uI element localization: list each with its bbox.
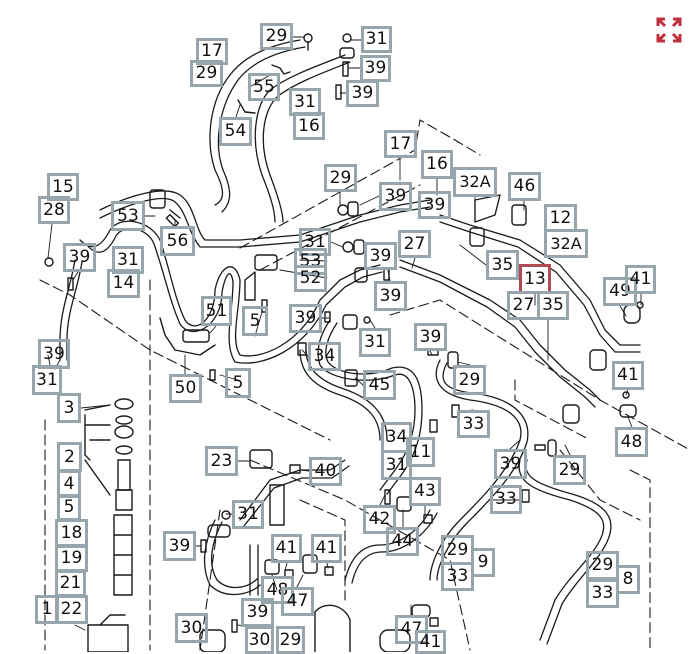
callout-part-33[interactable]: 33 (457, 410, 490, 438)
callout-part-35[interactable]: 35 (486, 250, 519, 280)
callout-part-39[interactable]: 39 (289, 304, 322, 333)
callout-part-22[interactable]: 22 (55, 595, 88, 624)
callout-part-41[interactable]: 41 (311, 534, 342, 563)
callout-part-39[interactable]: 39 (360, 55, 391, 82)
callout-part-45[interactable]: 45 (363, 370, 396, 400)
callout-part-13[interactable]: 13 (519, 264, 551, 294)
callout-part-12[interactable]: 12 (544, 204, 577, 232)
callout-part-15[interactable]: 15 (47, 173, 79, 201)
callout-part-39[interactable]: 39 (63, 243, 96, 272)
callout-part-17[interactable]: 17 (384, 130, 417, 158)
expand-button[interactable] (655, 16, 683, 44)
callout-part-16[interactable]: 16 (293, 112, 325, 140)
callout-part-39[interactable]: 39 (346, 80, 379, 107)
callout-part-5[interactable]: 5 (225, 368, 251, 398)
callout-part-19[interactable]: 19 (55, 545, 88, 572)
callout-part-31[interactable]: 31 (361, 26, 392, 53)
callout-part-40[interactable]: 40 (309, 457, 342, 486)
leader-lines (47, 36, 642, 631)
refrigerant-hoses (59, 39, 641, 645)
callout-part-50[interactable]: 50 (169, 374, 202, 403)
callout-part-42[interactable]: 42 (363, 505, 396, 534)
callout-part-41[interactable]: 41 (625, 265, 656, 294)
callout-part-17[interactable]: 17 (196, 38, 228, 65)
callout-part-2[interactable]: 2 (57, 442, 82, 472)
callout-part-34[interactable]: 34 (308, 342, 341, 371)
callout-part-54[interactable]: 54 (219, 117, 252, 146)
callout-part-8[interactable]: 8 (616, 565, 640, 594)
callout-part-39[interactable]: 39 (364, 242, 397, 270)
callout-part-56[interactable]: 56 (160, 226, 195, 256)
callout-part-23[interactable]: 23 (205, 446, 238, 476)
callout-part-29[interactable]: 29 (276, 626, 305, 654)
callout-part-9[interactable]: 9 (471, 548, 495, 577)
callout-part-29[interactable]: 29 (324, 164, 357, 192)
callout-part-21[interactable]: 21 (55, 570, 86, 597)
callout-part-33[interactable]: 33 (441, 562, 474, 591)
callout-part-51[interactable]: 51 (201, 296, 232, 326)
callout-part-46[interactable]: 46 (508, 172, 541, 201)
callout-part-29[interactable]: 29 (553, 455, 586, 485)
callout-part-31[interactable]: 31 (359, 328, 391, 357)
callout-part-44[interactable]: 44 (386, 527, 419, 556)
callout-part-52[interactable]: 52 (294, 265, 327, 292)
callout-part-39[interactable]: 39 (494, 449, 527, 479)
callout-part-29[interactable]: 29 (190, 60, 223, 87)
callout-part-5[interactable]: 5 (242, 306, 268, 336)
callout-part-27[interactable]: 27 (507, 291, 540, 320)
callout-part-16[interactable]: 16 (421, 150, 453, 179)
callout-part-29[interactable]: 29 (453, 365, 486, 395)
callout-part-47[interactable]: 47 (281, 587, 314, 616)
callout-part-14[interactable]: 14 (107, 269, 140, 298)
callout-part-33[interactable]: 33 (586, 579, 619, 608)
callout-part-39[interactable]: 39 (163, 531, 196, 561)
expand-arrows-icon (656, 17, 682, 43)
callout-part-39[interactable]: 39 (379, 182, 412, 211)
callout-part-3[interactable]: 3 (57, 393, 81, 423)
callout-part-41[interactable]: 41 (415, 630, 446, 654)
callout-part-43[interactable]: 43 (409, 477, 441, 506)
callout-part-31[interactable]: 31 (381, 450, 412, 480)
fittings-and-fasteners (44, 33, 644, 652)
callout-part-18[interactable]: 18 (55, 519, 88, 547)
callout-part-29[interactable]: 29 (586, 551, 619, 580)
callout-part-33[interactable]: 33 (490, 485, 522, 514)
callout-part-5[interactable]: 5 (57, 494, 81, 521)
callout-part-39[interactable]: 39 (374, 281, 407, 311)
callout-part-28[interactable]: 28 (38, 196, 70, 224)
callout-part-41[interactable]: 41 (612, 361, 644, 390)
receiver-drier (84, 398, 134, 652)
callout-part-55[interactable]: 55 (248, 73, 280, 101)
callout-part-32a[interactable]: 32A (453, 167, 497, 197)
callout-part-29[interactable]: 29 (260, 23, 293, 50)
callout-part-31[interactable]: 31 (112, 246, 144, 274)
callout-part-48[interactable]: 48 (615, 427, 648, 457)
callout-part-39[interactable]: 39 (414, 323, 447, 351)
callout-part-39[interactable]: 39 (241, 598, 274, 627)
callout-part-53[interactable]: 53 (111, 201, 145, 231)
callout-part-31[interactable]: 31 (232, 500, 264, 529)
callout-part-32a[interactable]: 32A (544, 229, 588, 258)
callout-part-29[interactable]: 29 (441, 535, 474, 565)
callout-part-35[interactable]: 35 (537, 291, 569, 320)
callout-part-41[interactable]: 41 (271, 534, 302, 563)
callout-part-31[interactable]: 31 (299, 228, 331, 256)
callout-part-31[interactable]: 31 (32, 365, 62, 395)
callout-part-39[interactable]: 39 (418, 191, 451, 219)
callout-part-30[interactable]: 30 (175, 613, 208, 643)
callout-part-27[interactable]: 27 (398, 230, 431, 258)
callout-part-30[interactable]: 30 (245, 626, 274, 654)
